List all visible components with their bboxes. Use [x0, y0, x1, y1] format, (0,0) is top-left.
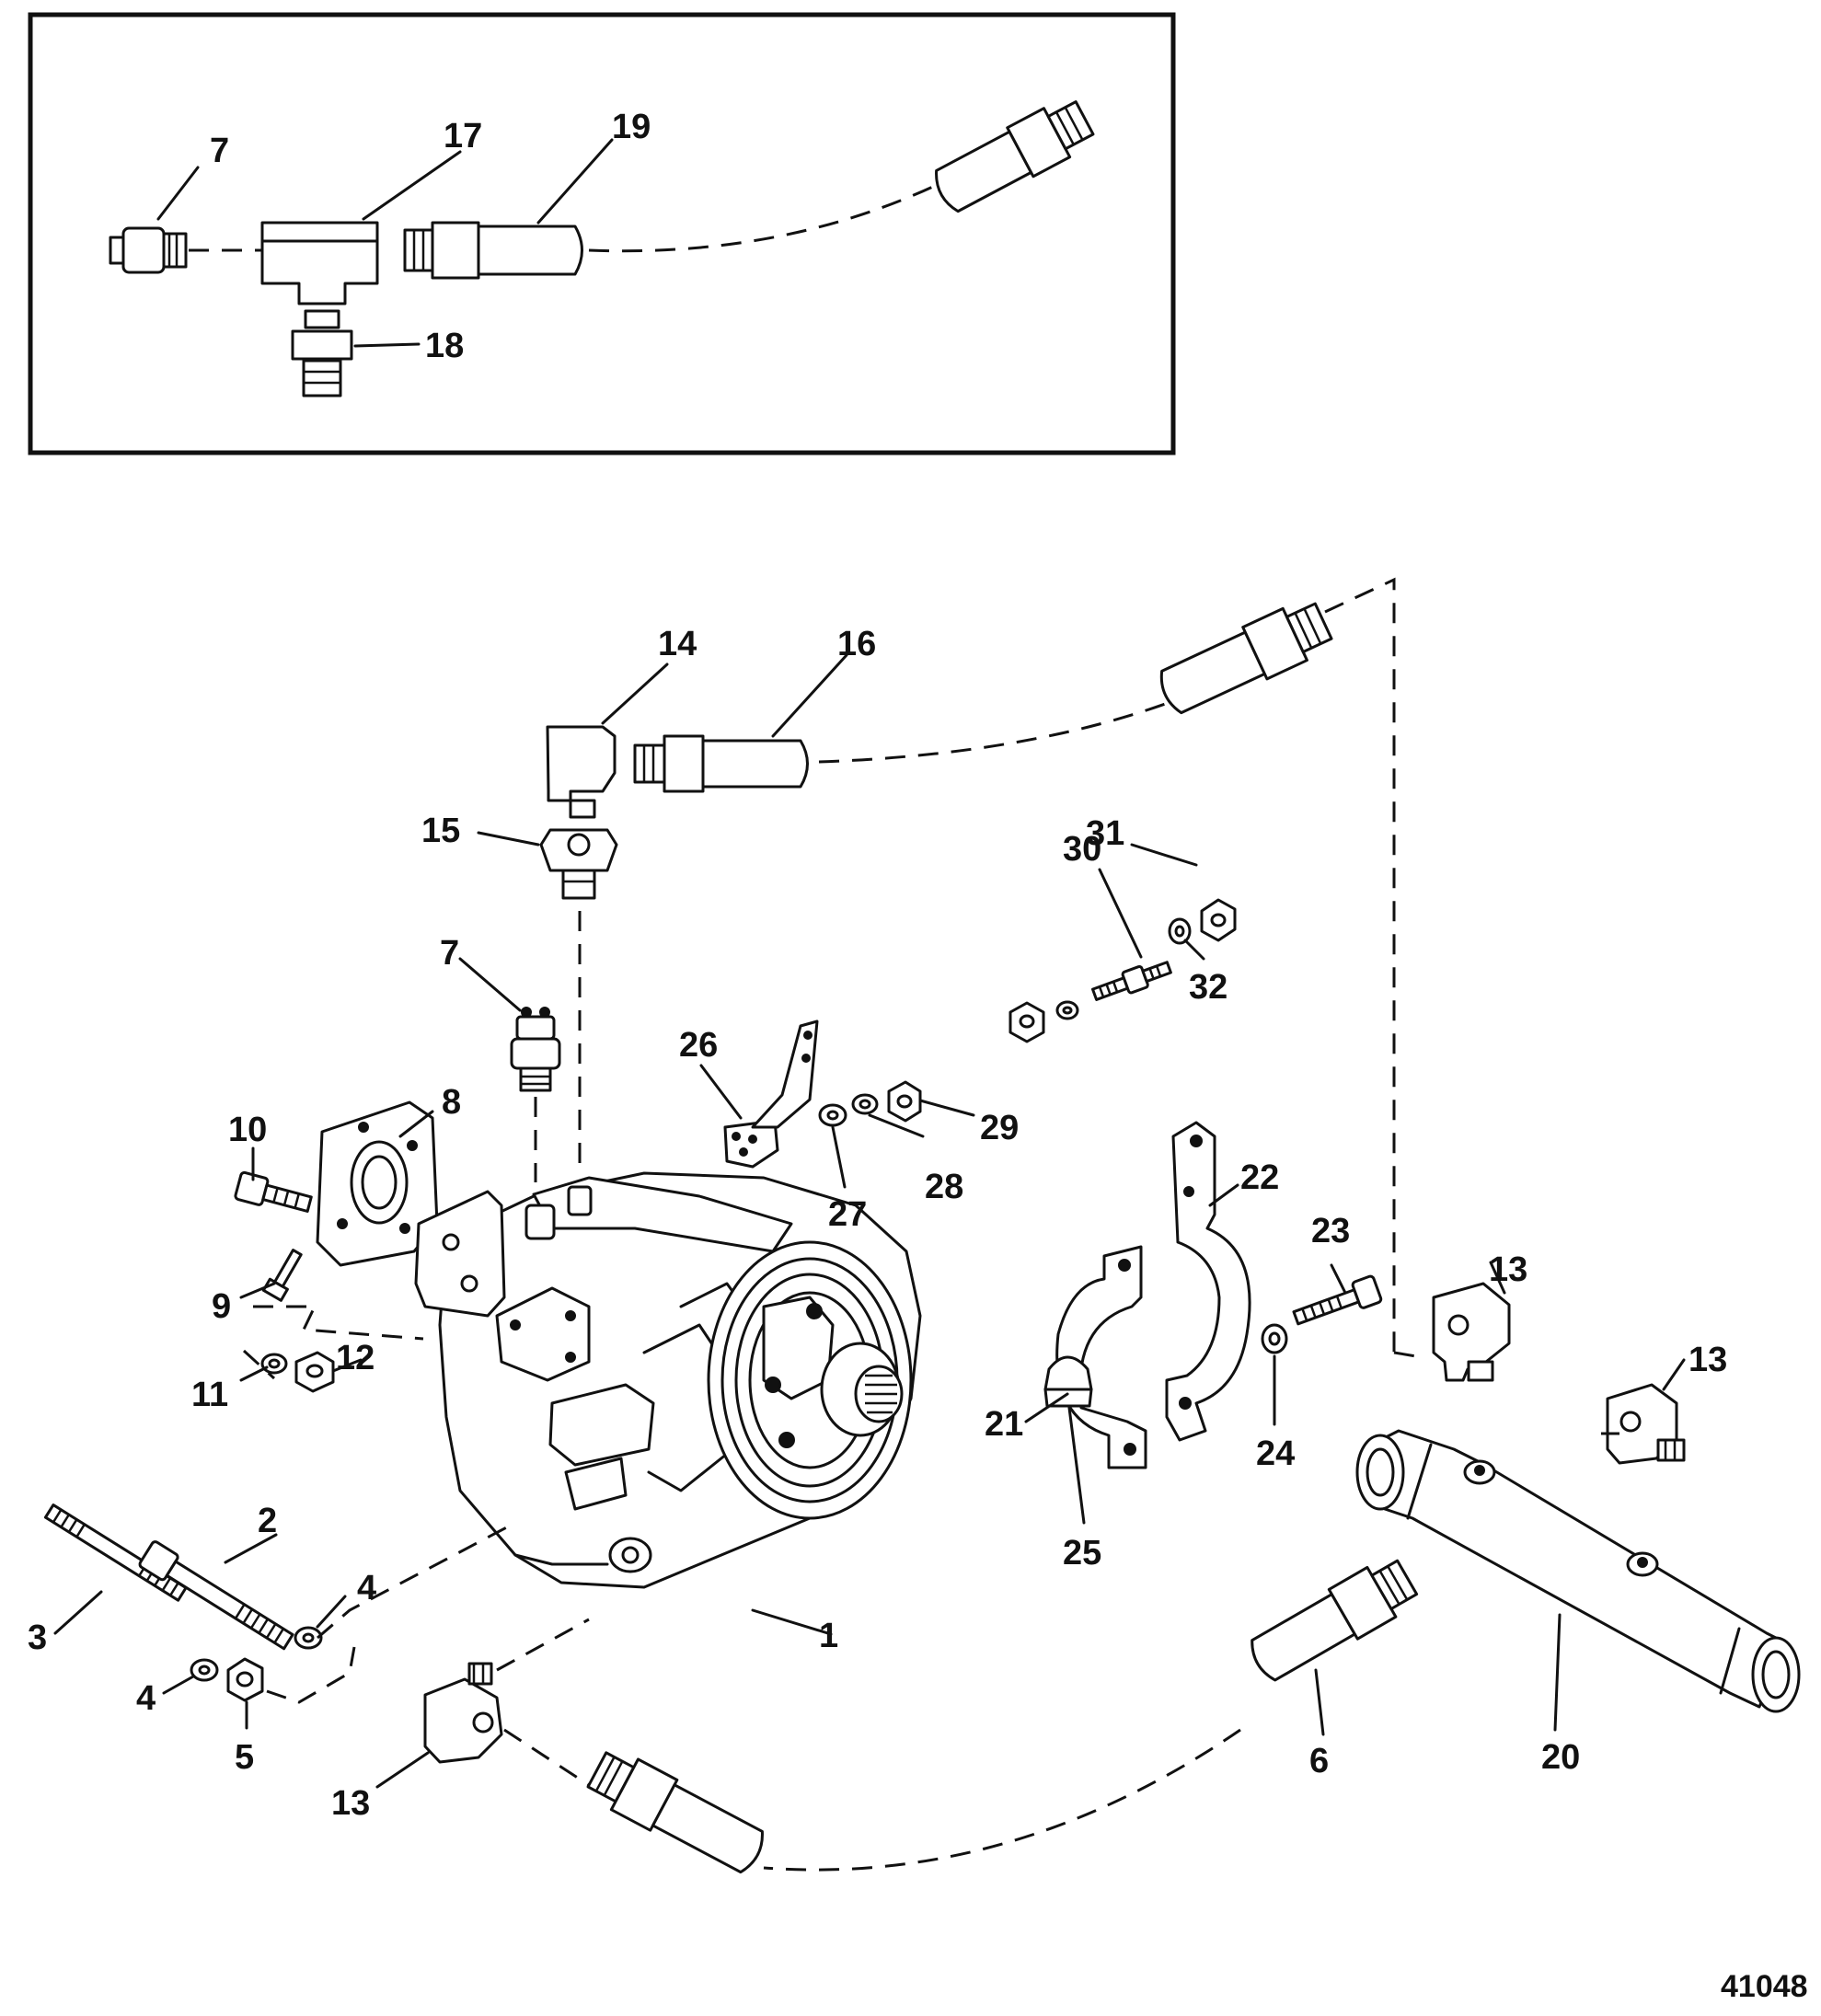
washer-32: [1168, 917, 1192, 945]
callout-22: 22: [1240, 1158, 1279, 1197]
nut-29: [887, 1080, 922, 1123]
callout-5: 5: [235, 1738, 254, 1777]
cap-nut-25: [1043, 1355, 1093, 1408]
callout-26: 26: [679, 1026, 718, 1065]
hose-6: [1250, 1559, 1419, 1682]
leader-lines: [53, 653, 1686, 1789]
callout-10: 10: [228, 1111, 267, 1149]
nut-lower-left: [1008, 1001, 1045, 1043]
callout-20: 20: [1541, 1738, 1580, 1777]
callout-inset-18: 18: [425, 327, 464, 365]
callout-21: 21: [985, 1405, 1023, 1444]
upper-hose-end: [1159, 602, 1333, 715]
callout-4-left: 4: [136, 1679, 156, 1718]
figure-number: 41048: [1721, 1969, 1808, 2004]
temperature-switch: [510, 1007, 561, 1092]
callout-2: 2: [258, 1502, 277, 1540]
callout-3: 3: [28, 1619, 47, 1657]
callout-7: 7: [440, 934, 459, 973]
washer-lower-left: [1055, 1000, 1079, 1020]
callout-30: 30: [1063, 830, 1101, 869]
inset-hose-fitting: [291, 309, 353, 397]
clamp-22: [1165, 1121, 1251, 1442]
callout-6: 6: [1309, 1742, 1329, 1780]
washer-nut-line: [242, 1349, 276, 1380]
leader-inset-17: [362, 150, 462, 221]
callout-32: 32: [1189, 968, 1227, 1007]
flange: [316, 1100, 439, 1267]
callout-15: 15: [421, 812, 460, 850]
nut-mount-line: [266, 1646, 356, 1704]
nut-31: [1200, 898, 1237, 942]
callout-inset-19: 19: [612, 108, 651, 146]
upper-hose: [633, 734, 809, 793]
callout-14: 14: [658, 625, 697, 663]
bolt-mount-line: [317, 1521, 516, 1640]
inset-hose-end: [935, 100, 1095, 213]
bolt-2: [138, 1540, 294, 1651]
callout-1: 1: [819, 1617, 838, 1655]
callout-12: 12: [336, 1339, 375, 1377]
screw-9: [261, 1249, 303, 1302]
right-hose-route: [1324, 577, 1396, 1353]
upper-hose-route: [818, 697, 1179, 764]
inset-frame: [28, 12, 1176, 455]
inset-panel: 7 17 19 18: [28, 12, 1176, 455]
lower-hose-end: [586, 1751, 764, 1874]
elbow-13-left: [423, 1662, 503, 1764]
callout-labels: 1 2 3 4 4 5 6 7 8 9 10 11 12 13 13 13 14…: [28, 625, 1727, 1823]
bolt-23: [1292, 1274, 1383, 1326]
washer-4-left: [190, 1658, 219, 1682]
leader-inset-18: [353, 342, 421, 348]
elbow-to-transmission-line: [496, 1618, 590, 1672]
lock-washer-11: [260, 1353, 288, 1375]
bolt-10: [234, 1170, 313, 1213]
inset-hose-route: [588, 182, 939, 253]
callout-inset-7: 7: [210, 132, 229, 170]
screw-washer-nut-bracket-line: [253, 1305, 424, 1341]
callout-28: 28: [925, 1168, 963, 1206]
clamp-21: [1055, 1245, 1147, 1469]
lower-hose-route: [763, 1728, 1241, 1872]
callout-4-right: 4: [357, 1569, 376, 1607]
callout-13-upper-right: 13: [1489, 1250, 1527, 1289]
callout-29: 29: [980, 1109, 1019, 1147]
flat-washer-27: [818, 1103, 847, 1127]
callout-23: 23: [1311, 1212, 1350, 1250]
inset-hose: [403, 221, 583, 280]
callout-25: 25: [1063, 1534, 1101, 1572]
callout-27: 27: [828, 1195, 867, 1234]
adapter-fitting: [539, 828, 618, 900]
callout-11: 11: [191, 1376, 228, 1414]
cooler: [1355, 1429, 1801, 1713]
callout-inset-17: 17: [444, 117, 482, 156]
stud-3: [43, 1503, 188, 1602]
inset-tee-fitting: [260, 221, 379, 305]
nut-12: [294, 1351, 335, 1393]
callout-24: 24: [1256, 1434, 1295, 1473]
elbow-fitting: [546, 725, 617, 819]
callout-13-left: 13: [331, 1784, 370, 1823]
washer-24: [1261, 1323, 1288, 1354]
callout-31: 31: [1086, 814, 1124, 853]
callout-8: 8: [442, 1083, 461, 1122]
elbow-13-lower: [1606, 1383, 1686, 1465]
washer-4-right: [294, 1626, 323, 1650]
bracket-26: [723, 1020, 819, 1169]
callout-13-lower-right: 13: [1688, 1341, 1727, 1379]
inset-temperature-switch: [109, 226, 188, 274]
stud-30: [1090, 961, 1172, 1001]
elbow-13-link: [1393, 1351, 1423, 1359]
transmission: [414, 1171, 922, 1589]
callout-16: 16: [837, 625, 876, 663]
callout-9: 9: [212, 1287, 231, 1326]
leader-inset-7: [156, 166, 200, 221]
elbow-13-upper: [1432, 1282, 1511, 1382]
nut-5: [226, 1657, 264, 1702]
leader-inset-19: [536, 138, 614, 225]
lock-washer-28: [851, 1093, 879, 1115]
elbow-to-hose-line: [503, 1728, 590, 1787]
